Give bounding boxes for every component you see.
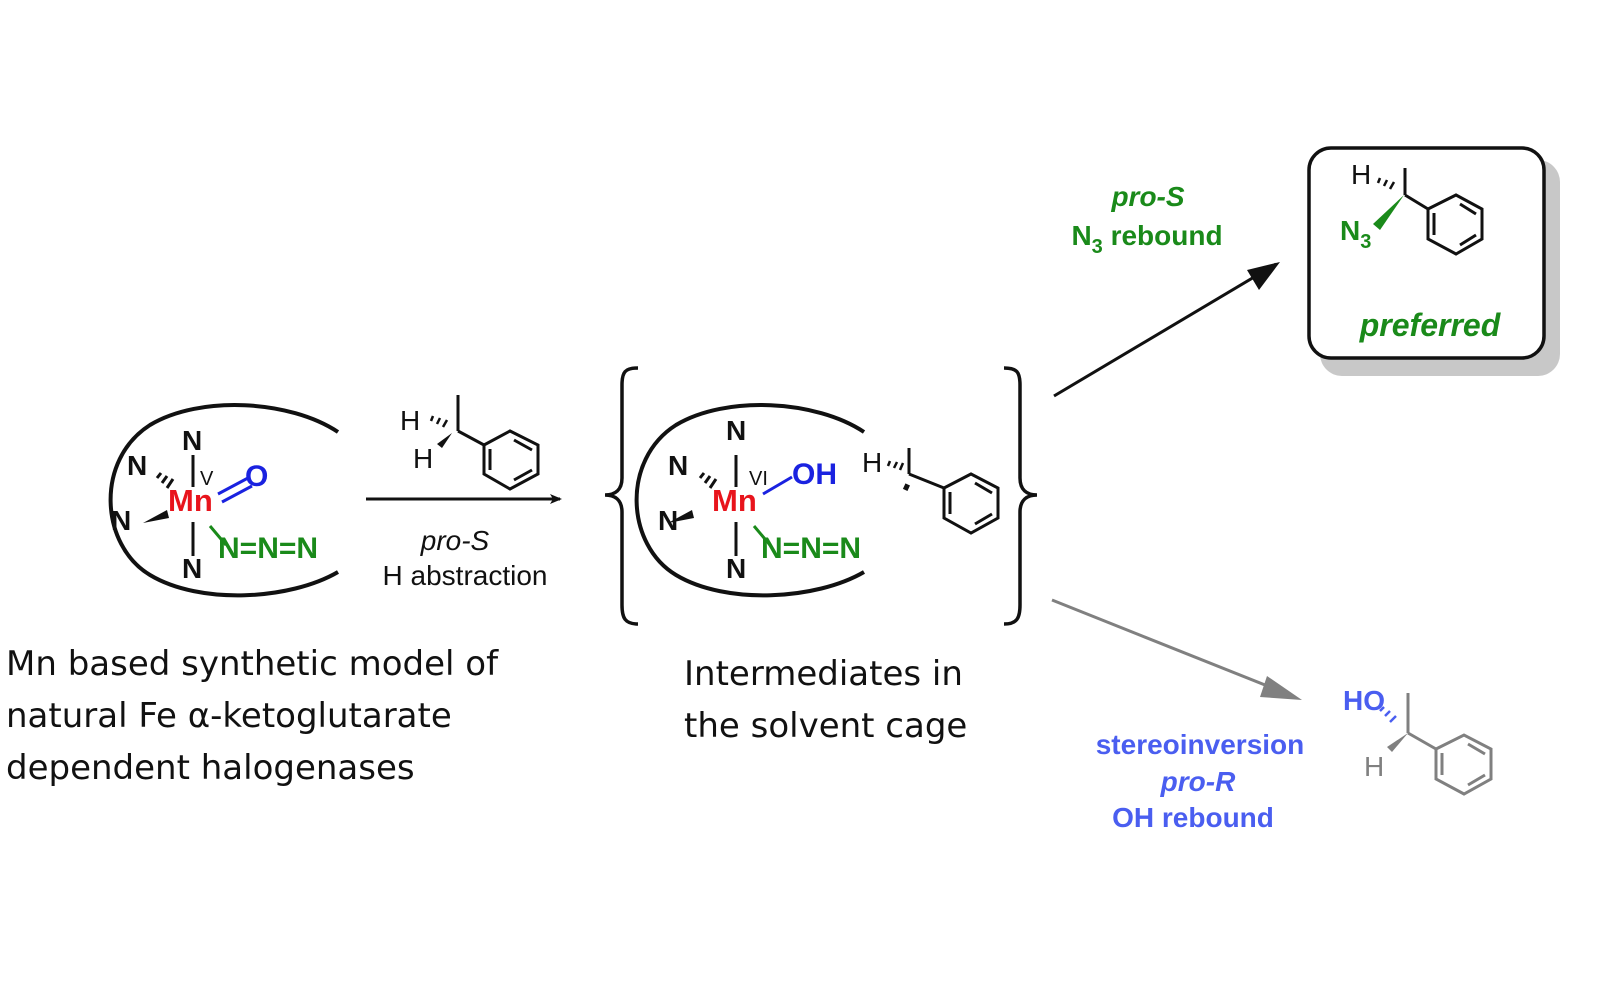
oxo-atom: O bbox=[245, 460, 268, 493]
benzene-ring bbox=[942, 472, 1000, 535]
caption-line: dependent halogenases bbox=[6, 748, 415, 788]
arrow-n3-rebound-head bbox=[1247, 262, 1280, 290]
radical-h: H bbox=[862, 447, 882, 478]
hashed-bond bbox=[155, 472, 175, 489]
intermediate-complex: N N N N Mn VI OH N=N=N bbox=[634, 403, 866, 598]
bottom-label-oh-rebound: OH rebound bbox=[1112, 802, 1274, 833]
hydroxo-group: OH bbox=[792, 458, 837, 491]
label-rebound: rebound bbox=[1103, 220, 1223, 251]
ligand-n-left-lower: N bbox=[658, 505, 678, 536]
minor-product-alcohol: HO H bbox=[1343, 685, 1493, 796]
azide-n2: N bbox=[257, 532, 279, 565]
benzylic-radical: H bbox=[862, 447, 1000, 535]
caption-line: Intermediates in bbox=[684, 654, 963, 694]
ligand-cage-arc bbox=[108, 403, 340, 598]
azide-wedge bbox=[1373, 195, 1404, 230]
azide-eq2: = bbox=[279, 532, 297, 565]
ligand-n-bottom: N bbox=[726, 553, 746, 584]
reactant-caption: Mn based synthetic model of natural Fe α… bbox=[6, 638, 498, 794]
box-frame bbox=[1307, 146, 1546, 360]
arrow-n3-rebound bbox=[1053, 262, 1277, 398]
wedge-bond bbox=[143, 510, 169, 523]
radical-dot bbox=[902, 483, 910, 491]
bottom-label-stereoinversion: stereoinversion bbox=[1096, 729, 1305, 760]
oxo-double-bond-1 bbox=[217, 476, 249, 496]
caption-line: Mn based synthetic model of bbox=[6, 644, 499, 684]
product-hydroxyl: HO bbox=[1343, 685, 1385, 716]
arrow-oh-rebound bbox=[1051, 598, 1291, 697]
preferred-label: preferred bbox=[1359, 307, 1502, 343]
product-sub-3: 3 bbox=[1360, 231, 1371, 253]
metal-mn: Mn bbox=[168, 483, 213, 518]
intermediate-bracket-right bbox=[1003, 366, 1038, 626]
intermediate-bracket-left bbox=[604, 366, 639, 626]
preferred-product-box: H N3 preferred bbox=[1307, 146, 1560, 376]
azide-eq3: = bbox=[822, 532, 840, 565]
azide-n2: N bbox=[800, 532, 822, 565]
product-n: N bbox=[1340, 215, 1360, 246]
step1-label-h-abstraction: H abstraction bbox=[383, 560, 548, 591]
step1-label-pro-s: pro-S bbox=[420, 525, 490, 556]
azide-n3: N bbox=[839, 532, 861, 565]
label-n: N bbox=[1071, 220, 1091, 251]
caption-line: natural Fe α-ketoglutarate bbox=[6, 696, 452, 736]
product-h: H bbox=[1351, 159, 1371, 190]
oxo-double-bond-2 bbox=[221, 484, 253, 504]
product-h: H bbox=[1364, 751, 1384, 782]
azide-eq1: = bbox=[240, 532, 258, 565]
metal-mn: Mn bbox=[712, 483, 757, 518]
label-sub-3: 3 bbox=[1092, 236, 1103, 258]
top-label-pro-s: pro-S bbox=[1110, 181, 1184, 212]
intermediate-caption: Intermediates in the solvent cage bbox=[684, 648, 967, 752]
azide-n1: N bbox=[218, 532, 240, 565]
azide-n3: N bbox=[296, 532, 318, 565]
ligand-n-top: N bbox=[182, 425, 202, 456]
top-label-n3-rebound: N3 rebound bbox=[1071, 220, 1222, 258]
ligand-n-left-upper: N bbox=[668, 450, 688, 481]
substrate-h-hashed: H bbox=[400, 405, 420, 436]
azide-group: N=N=N bbox=[218, 532, 318, 565]
ligand-cage-arc bbox=[634, 403, 866, 598]
ligand-n-left-upper: N bbox=[127, 450, 147, 481]
oxidation-state: VI bbox=[749, 468, 768, 490]
caption-line: the solvent cage bbox=[684, 706, 968, 746]
azide-n1: N bbox=[761, 532, 783, 565]
oxidation-state: V bbox=[200, 468, 214, 490]
hydroxo-bond bbox=[762, 475, 793, 496]
substrate-h-wedge: H bbox=[413, 443, 433, 474]
product-azide: N3 bbox=[1340, 215, 1371, 253]
reactant-complex: N N N N Mn V O N=N=N bbox=[108, 403, 340, 598]
azide-eq1: = bbox=[783, 532, 801, 565]
ligand-n-left-lower: N bbox=[111, 505, 131, 536]
bottom-label-pro-r: pro-R bbox=[1160, 766, 1236, 797]
benzene-ring bbox=[1434, 733, 1493, 796]
ligand-n-bottom: N bbox=[182, 553, 202, 584]
substrate-ethylbenzene: H H bbox=[400, 395, 540, 491]
azide-group: N=N=N bbox=[761, 532, 861, 565]
benzene-ring bbox=[1426, 193, 1484, 256]
azide-bond bbox=[208, 525, 228, 546]
benzene-ring bbox=[482, 429, 540, 491]
arrow-oh-rebound-head bbox=[1260, 676, 1302, 700]
ligand-n-top: N bbox=[726, 415, 746, 446]
